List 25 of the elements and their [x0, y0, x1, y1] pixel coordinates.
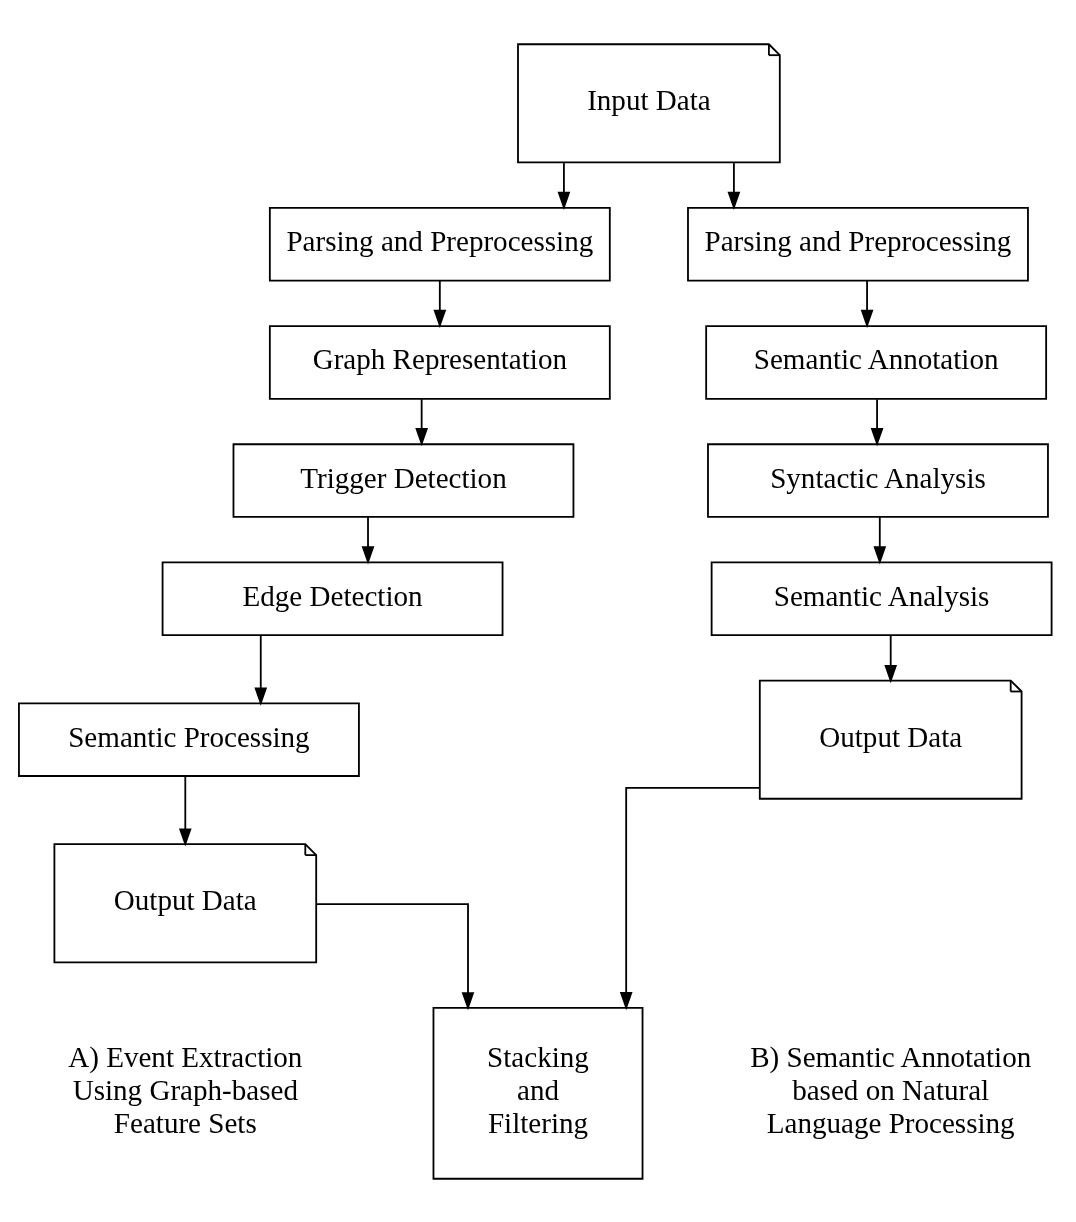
node-box: Semantic Analysis — [710, 561, 1053, 636]
arrow — [433, 279, 447, 328]
arrow — [870, 397, 884, 446]
arrow — [860, 279, 874, 328]
arrow — [315, 902, 475, 1010]
arrow — [361, 515, 375, 564]
node-box: Stacking and Filtering — [432, 1006, 644, 1180]
arrow — [884, 634, 898, 683]
node-box: Graph Representation — [268, 324, 611, 400]
arrow — [178, 775, 192, 847]
arrow — [619, 786, 761, 1010]
arrow — [557, 161, 571, 210]
node-box: Trigger Detection — [232, 442, 575, 518]
arrow — [254, 634, 268, 706]
node-box: Semantic Annotation — [705, 324, 1048, 400]
node-box: Semantic Processing — [18, 701, 360, 777]
node-box: Syntactic Analysis — [707, 442, 1049, 518]
node-box: Edge Detection — [161, 561, 504, 636]
node-box: Parsing and Preprocessing — [268, 206, 611, 282]
arrow — [873, 515, 887, 564]
arrow — [415, 397, 429, 446]
arrow — [727, 161, 741, 210]
node-box: Parsing and Preprocessing — [687, 206, 1029, 282]
label: A) Event Extraction Using Graph-based Feature Sets — [68, 1040, 303, 1139]
label: B) Semantic Annotation based on Natural Language Processing — [750, 1040, 1032, 1139]
